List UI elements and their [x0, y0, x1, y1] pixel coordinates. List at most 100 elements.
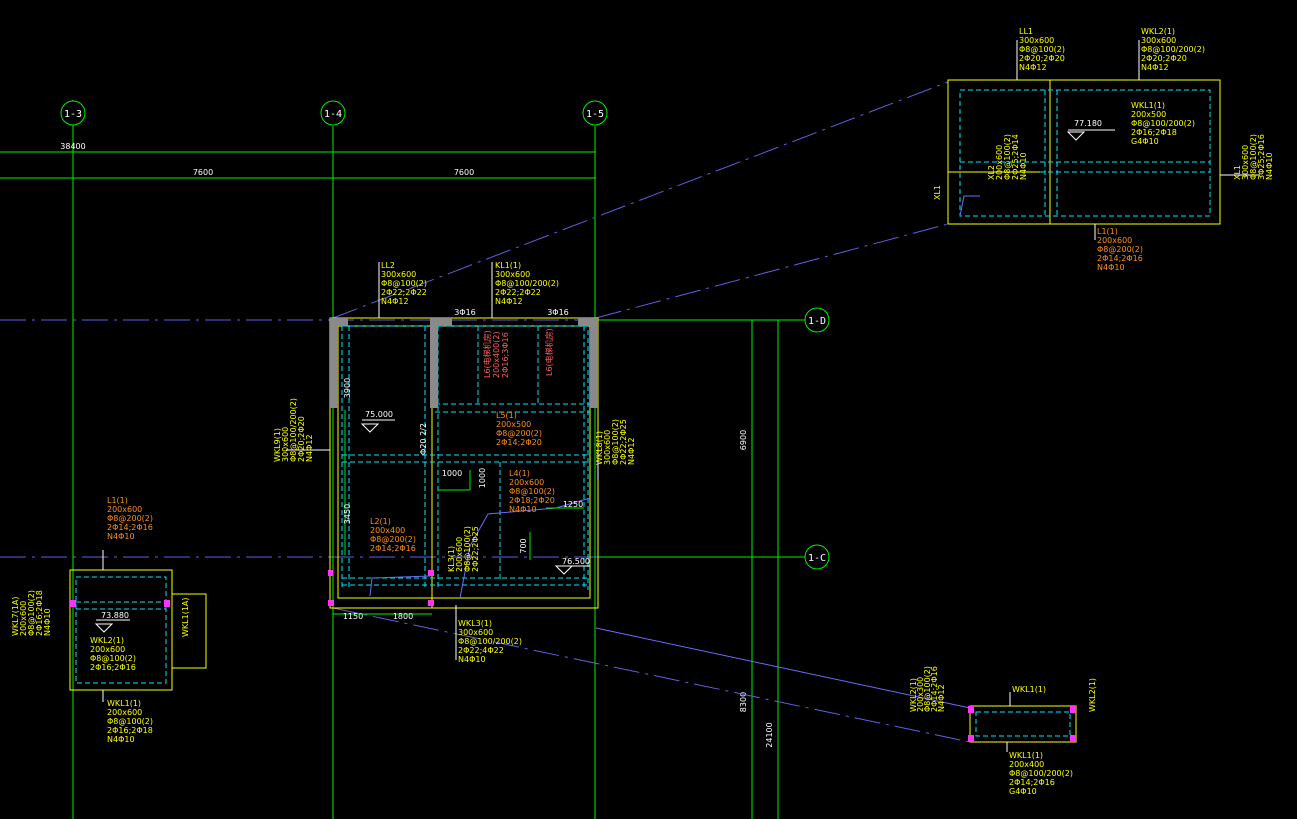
dimension-text: 7600	[193, 168, 213, 177]
column-marker	[968, 735, 974, 742]
beam-label-br-wkl2v: WKL2(1)200x300Φ8@100(2)2Φ14;2Φ16N4Φ12	[909, 666, 946, 712]
beam-label-line: 200x500	[496, 420, 531, 429]
beam-label-line: Φ8@100(2)	[923, 666, 932, 712]
beam-label-line: Φ8@100/200(2)	[458, 637, 522, 646]
beam-label-line: 2Φ14;2Φ20	[496, 438, 542, 447]
beam-label-line: N4Φ10	[107, 735, 135, 744]
beam-label-line: XL2	[987, 165, 996, 180]
beam-label-line: N4Φ10	[1265, 152, 1274, 180]
projection-line	[595, 627, 971, 709]
beam-label-line: WKL3(1)	[458, 619, 492, 628]
axis-label: 1-4	[324, 109, 342, 120]
level-text: 73.880	[101, 611, 129, 620]
dimension-text: 700	[519, 538, 528, 553]
axis-bubble-1-3[interactable]: 1-3	[60, 100, 86, 126]
beam-label-line: Φ8@100/200(2)	[289, 398, 298, 462]
beam-label-line: WKL9(1)	[273, 428, 282, 462]
core-plan[interactable]	[328, 317, 599, 615]
beam-label-line: XL1	[1233, 165, 1242, 180]
beam-label-line: L5(1)	[496, 411, 517, 420]
stair-line	[459, 497, 591, 599]
beam-label-line: Φ8@100/200(2)	[1141, 45, 1205, 54]
beam-label-line: 200x600	[509, 478, 544, 487]
dimension-text: 8300	[739, 692, 748, 712]
beam-label-line: Φ8@100(2)	[381, 279, 427, 288]
beam-label-line: L6(电梯机房)	[482, 330, 492, 378]
column-marker	[968, 706, 974, 713]
axis-bubble-1-d[interactable]: 1-D	[598, 307, 830, 333]
beam-label-line: Φ8@100(2)	[1019, 45, 1065, 54]
axis-label: 1-3	[64, 109, 82, 120]
beam-label-line: Φ8@100(2)	[1003, 134, 1012, 180]
beam-label-line: Φ8@100/200(2)	[1131, 119, 1195, 128]
beam-label-line: 2Φ16;2Φ18	[107, 726, 153, 735]
projection-line	[595, 223, 949, 319]
beam-label-line: G4Φ10	[1131, 137, 1159, 146]
beam-label-line: N4Φ12	[1141, 63, 1169, 72]
dimension-text: 3450	[343, 504, 352, 524]
beam-label-line: 200x600	[107, 505, 142, 514]
beam-label-line: 2Φ16;2Φ18	[35, 590, 44, 636]
column-marker	[70, 600, 76, 607]
axis-bubble-1-5[interactable]: 1-5	[582, 100, 608, 126]
column-marker	[328, 570, 333, 576]
beam-label-line: WKL2(1)	[1141, 27, 1175, 36]
detail-beam	[75, 576, 167, 684]
left-detail-plan[interactable]	[69, 550, 207, 702]
axis-label: 1-C	[808, 553, 826, 564]
beam-label-line: 300x600	[495, 270, 530, 279]
detail-outline	[172, 593, 207, 669]
projection-line	[332, 81, 949, 319]
axis-bubble-1-4[interactable]: 1-4	[320, 100, 346, 126]
column-shape	[330, 318, 348, 408]
beam-label-line: 2Φ16;2Φ18	[1131, 128, 1177, 137]
beam-label-line: 300x600	[381, 270, 416, 279]
beam-label-line: 3Φ25;2Φ16	[1257, 134, 1266, 180]
dimension-text: 1000	[442, 469, 462, 478]
beam-label-line: 200x600	[19, 601, 28, 636]
beam-label-line: 2Φ20;2Φ20	[1019, 54, 1065, 63]
column-marker	[328, 600, 334, 606]
beam-label-line: 2Φ22;2Φ25	[619, 419, 628, 465]
beam-label-line: N4Φ12	[627, 437, 636, 465]
top-right-detail-plan[interactable]	[947, 40, 1260, 240]
beam-label-line: 2Φ20;2Φ20	[1141, 54, 1187, 63]
beam-label-l6a: L6(电梯机房)200x400(2)2Φ16;3Φ16	[482, 330, 510, 378]
beam-label-line: Φ8@200(2)	[107, 514, 153, 523]
beam-label-line: L2(1)	[370, 517, 391, 526]
dimension-text: 1250	[563, 500, 583, 509]
beam-label-line: 2Φ22;2Φ25	[471, 526, 480, 572]
beam-label-line: N4Φ10	[458, 655, 486, 664]
beam-label-line: Φ8@200(2)	[370, 535, 416, 544]
beam-label-l6b: L6(电梯机房)	[544, 328, 554, 376]
rebar-note: 3Φ16	[547, 308, 569, 317]
level-text: 76.500	[562, 557, 590, 566]
beam-label-line: 2Φ20;2Φ20	[297, 416, 306, 462]
dimension-text: 6900	[739, 430, 748, 450]
axis-label: 1-D	[808, 316, 826, 327]
beam-label-line: Φ8@100/200(2)	[495, 279, 559, 288]
beam-label-line: 2Φ16;3Φ16	[501, 332, 510, 378]
dimension-text: 1800	[393, 612, 413, 621]
level-symbol	[94, 623, 114, 633]
beam-label-line: L4(1)	[509, 469, 530, 478]
axis-bubble-1-c[interactable]: 1-C	[598, 544, 830, 570]
beam-label-line: 300x600	[1019, 36, 1054, 45]
beam-label-line: 200x400	[1009, 760, 1044, 769]
beam-label-line: 200x500	[1131, 110, 1166, 119]
beam-label-line: LL2	[381, 261, 395, 270]
bottom-right-detail-plan[interactable]	[968, 692, 1077, 752]
column-shape	[430, 318, 452, 408]
beam-label-line: WKL2(1)	[90, 636, 124, 645]
beam-label-line: 200x600	[1097, 236, 1132, 245]
beam-label-tr-xl1: XL1	[933, 185, 942, 200]
dimension-text: 24100	[765, 722, 774, 747]
axis-label: 1-5	[586, 109, 604, 120]
beam-label-line: 2Φ22;2Φ22	[495, 288, 541, 297]
